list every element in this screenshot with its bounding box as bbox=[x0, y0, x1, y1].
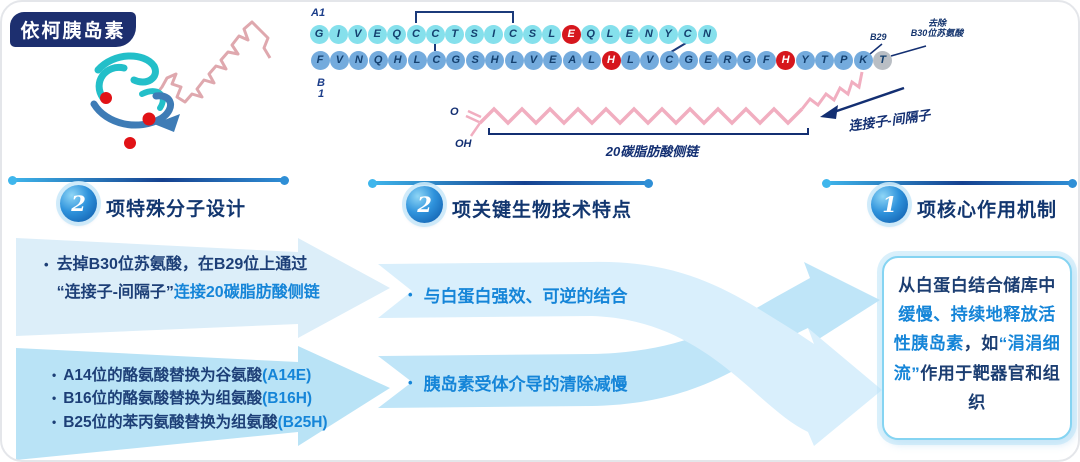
residue-circle: Q bbox=[581, 24, 601, 44]
residue-circle: T bbox=[814, 50, 834, 70]
annotation-lines bbox=[827, 43, 927, 116]
biotech-feature-2: • 胰岛素受体介导的清除减慢 bbox=[408, 375, 628, 394]
residue-circle: C bbox=[678, 24, 698, 44]
feature-band-1 bbox=[378, 261, 882, 446]
residue-circle: V bbox=[640, 50, 660, 70]
product-title: 依柯胰岛素 bbox=[20, 21, 126, 42]
b30-removed-annotation: 去除 B30位苏氨酸 bbox=[910, 18, 964, 38]
residue-circle: S bbox=[465, 50, 485, 70]
residue-circle: H bbox=[388, 50, 408, 70]
product-title-badge: 依柯胰岛素 bbox=[10, 12, 136, 47]
residue-circle: V bbox=[523, 50, 543, 70]
residue-circle: A bbox=[562, 50, 582, 70]
section-1-title: 项特殊分子设计 bbox=[106, 199, 247, 220]
residue-circle: L bbox=[504, 50, 524, 70]
residue-circle: F bbox=[310, 50, 330, 70]
residue-circle: T bbox=[445, 24, 465, 44]
residue-circle: L bbox=[542, 24, 562, 44]
section-divider-3 bbox=[822, 178, 1077, 188]
residue-circle: I bbox=[328, 24, 348, 44]
residue-circle: E bbox=[543, 50, 563, 70]
design-arrow-1 bbox=[16, 238, 390, 338]
residue-circle: S bbox=[522, 24, 542, 44]
residue-circle: F bbox=[756, 50, 776, 70]
residue-circle: L bbox=[407, 50, 427, 70]
bullet-icon: • bbox=[52, 414, 57, 429]
design-point-1-text: 去掉B30位苏氨酸，在B29位上通过 “连接子-间隔子”连接20碳脂肪酸侧链 bbox=[56, 256, 320, 301]
residue-circle: Q bbox=[368, 50, 388, 70]
design-arrow-2 bbox=[16, 346, 390, 460]
mechanism-box: 从白蛋白结合储库中缓慢、持续地释放活性胰岛素，如“涓涓细流”作用于靶器官和组织 bbox=[882, 256, 1072, 440]
residue-circle: N bbox=[349, 50, 369, 70]
residue-circle: G bbox=[446, 50, 466, 70]
residue-circle: P bbox=[834, 50, 854, 70]
section-divider-1 bbox=[8, 175, 289, 185]
bullet-icon: • bbox=[408, 287, 413, 302]
carboxyl-oh-label: OH bbox=[455, 138, 472, 150]
substitution-item: • B25位的苯丙氨酸替换为组氨酸(B25H) bbox=[52, 411, 388, 434]
residue-circle: C bbox=[426, 50, 446, 70]
substitution-item: • A14位的酪氨酸替换为谷氨酸(A14E) bbox=[52, 364, 388, 387]
residue-circle: H bbox=[485, 50, 505, 70]
residue-circle: E bbox=[561, 24, 581, 44]
section-1-number-badge: 2 bbox=[60, 185, 97, 222]
bullet-icon: • bbox=[52, 391, 57, 406]
residue-circle: C bbox=[659, 50, 679, 70]
b29-annotation: B29 bbox=[870, 32, 887, 42]
fatty-acid-chain bbox=[465, 71, 864, 137]
residue-circle: V bbox=[329, 50, 349, 70]
residue-circle: E bbox=[698, 50, 718, 70]
linker-spacer-structure bbox=[800, 71, 864, 110]
residue-circle: N bbox=[697, 24, 717, 44]
section-divider-2 bbox=[368, 178, 653, 188]
residue-circle: R bbox=[717, 50, 737, 70]
section-3-number-badge: 1 bbox=[871, 186, 908, 223]
section-2-title: 项关键生物技术特点 bbox=[452, 200, 633, 221]
fatty-acid-label: 20碳脂肪酸侧链 bbox=[605, 144, 699, 159]
residue-circle: K bbox=[853, 50, 873, 70]
substitution-item: • B16位的酪氨酸替换为组氨酸(B16H) bbox=[52, 387, 388, 410]
residue-circle: G bbox=[679, 50, 699, 70]
design-point-2: • A14位的酪氨酸替换为谷氨酸(A14E) • B16位的酪氨酸替换为组氨酸(… bbox=[52, 364, 388, 434]
residue-circle: Q bbox=[387, 24, 407, 44]
residue-circle: V bbox=[348, 24, 368, 44]
residue-circle: I bbox=[484, 24, 504, 44]
residue-circle: S bbox=[464, 24, 484, 44]
feature-band-2 bbox=[378, 262, 880, 408]
residue-circle: E bbox=[367, 24, 387, 44]
disulfide-bonds bbox=[415, 11, 687, 53]
bullet-icon: • bbox=[408, 375, 413, 390]
linker-arrowhead bbox=[820, 105, 838, 119]
biotech-feature-1: • 与白蛋白强效、可逆的结合 bbox=[408, 287, 628, 306]
carboxyl-o-label: O bbox=[450, 106, 459, 118]
bullet-icon: • bbox=[44, 257, 49, 272]
residue-circle: Y bbox=[658, 24, 678, 44]
residue-circle: H bbox=[601, 50, 621, 70]
a-chain-label: A1 bbox=[311, 7, 326, 19]
residue-circle: G bbox=[737, 50, 757, 70]
residue-circle: L bbox=[600, 24, 620, 44]
residue-circle: C bbox=[425, 24, 445, 44]
residue-circle: L bbox=[620, 50, 640, 70]
residue-circle: G bbox=[309, 24, 329, 44]
residue-circle: T bbox=[873, 50, 893, 70]
residue-circle: Y bbox=[795, 50, 815, 70]
residue-circle: H bbox=[776, 50, 796, 70]
protein-structure-image bbox=[90, 20, 272, 149]
residue-circle: C bbox=[406, 24, 426, 44]
residue-circle: E bbox=[619, 24, 639, 44]
bullet-icon: • bbox=[52, 368, 57, 382]
residue-circle: N bbox=[639, 24, 659, 44]
residue-circle: L bbox=[582, 50, 602, 70]
design-point-1: • 去掉B30位苏氨酸，在B29位上通过 “连接子-间隔子”连接20碳脂肪酸侧链 bbox=[44, 251, 356, 307]
residue-circle: C bbox=[503, 24, 523, 44]
section-3-title: 项核心作用机制 bbox=[917, 200, 1058, 221]
section-2-number-badge: 2 bbox=[406, 186, 443, 223]
